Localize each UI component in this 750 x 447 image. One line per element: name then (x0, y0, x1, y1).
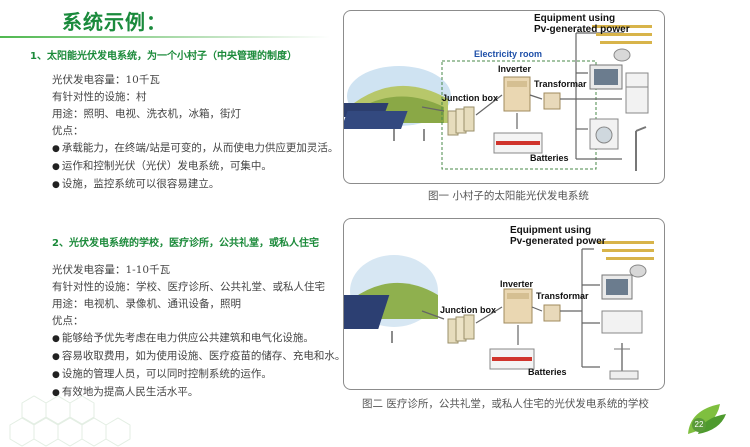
diagram-2-illustration (344, 241, 654, 380)
junction-box-icon (447, 314, 475, 344)
figure-1-caption: 图一 小村子的太阳能光伏发电系统 (428, 190, 589, 202)
transformer-icon (543, 92, 561, 110)
flow-arrows (421, 248, 600, 368)
section-2-line: 光伏发电容量：1-10千瓦 (52, 264, 171, 276)
section-2-bullet: 容易收取费用，如为使用设施、医疗疫苗的储存、充电和水。 (52, 348, 346, 366)
section-1-bullet: 运作和控制光伏（光伏）发电系统，可集中。 (52, 158, 338, 176)
transformer-label: Transformar (536, 291, 589, 301)
junction-box-icon (447, 106, 475, 136)
diagram-1-illustration (344, 25, 652, 171)
figure-2-caption: 图二 医疗诊所，公共礼堂，或私人住宅的光伏发电系统的学校 (362, 398, 649, 410)
washing-machine-icon (589, 118, 619, 150)
equipment-label: Equipment using Pv-generated power (534, 13, 630, 35)
section-1-heading: 1、太阳能光伏发电系统，为一个小村子（中央管理的制度） (30, 51, 297, 62)
page-number: 22 (692, 418, 706, 432)
inverter-label: Inverter (498, 64, 532, 74)
section-2-bullet: 能够给予优先考虑在电力供应公共建筑和电气化设施。 (52, 330, 345, 348)
section-2-line: 用途：电视机、录像机、通讯设备，照明 (52, 298, 241, 310)
junction-box-label: Junction box (440, 305, 496, 315)
junction-box-label: Junction box (442, 93, 498, 103)
refrigerator-icon (625, 72, 649, 114)
section-2-line: 有针对性的设施：学校、医疗诊所、公共礼堂、或私人住宅 (52, 281, 325, 293)
transformer-icon (543, 304, 561, 322)
tv-icon (589, 64, 623, 90)
solar-field-illustration (344, 66, 451, 141)
batteries-label: Batteries (530, 153, 569, 163)
hexagon-pattern-background (9, 395, 131, 447)
electricity-room-box (441, 60, 597, 170)
section-1-line: 优点： (52, 125, 84, 137)
section-1-bullet: 承载能力，在终端/站是可变的，从而使电力供应更加灵活。 (52, 140, 339, 158)
leaf-logo (688, 404, 726, 434)
equipment-label: Equipment using Pv-generated power (510, 225, 606, 247)
section-2-line: 优点： (52, 315, 84, 327)
antenna-icon (609, 343, 639, 380)
tv-icon (601, 274, 633, 300)
title-divider (0, 36, 330, 38)
battery-icon (489, 348, 535, 370)
solar-field-illustration (344, 255, 438, 343)
section-2-heading: 2、光伏发电系统的学校，医疗诊所，公共礼堂，或私人住宅 (52, 238, 319, 249)
satellite-dish-icon (629, 264, 647, 278)
section-1-line: 有针对性的设施：村 (52, 91, 147, 103)
section-2-bullet: 有效地为提高人民生活水平。 (52, 384, 345, 402)
inverter-icon (503, 288, 533, 324)
inverter-icon (503, 76, 531, 112)
diagram-1: Equipment using Pv-generated power Elect… (343, 10, 665, 184)
page-title: 系统示例： (62, 10, 167, 34)
section-1-body: 光伏发电容量：10千瓦 有针对性的设施：村 用途：照明、电视、洗衣机，冰箱，街灯… (52, 72, 338, 194)
diagram-2: Equipment using Pv-generated power Inver… (343, 218, 665, 390)
inverter-label: Inverter (500, 279, 534, 289)
battery-icon (493, 132, 543, 154)
light-bulbs-icon (598, 241, 654, 260)
street-light-icon (635, 126, 647, 171)
electricity-room-label: Electricity room (474, 49, 543, 59)
satellite-dish-icon (613, 48, 631, 62)
transformer-label: Transformar (534, 79, 587, 89)
section-2-body: 光伏发电容量：1-10千瓦 有针对性的设施：学校、医疗诊所、公共礼堂、或私人住宅… (52, 262, 345, 402)
section-2-bullet: 设施的管理人员，可以同时控制系统的运作。 (52, 366, 345, 384)
batteries-label: Batteries (528, 367, 567, 377)
section-1-line: 用途：照明、电视、洗衣机，冰箱，街灯 (52, 108, 241, 120)
section-1-line: 光伏发电容量：10千瓦 (52, 74, 160, 86)
light-bulbs-icon (592, 25, 652, 44)
section-1-bullet: 设施，监控系统可以很容易建立。 (52, 176, 338, 194)
freezer-icon (601, 310, 643, 334)
